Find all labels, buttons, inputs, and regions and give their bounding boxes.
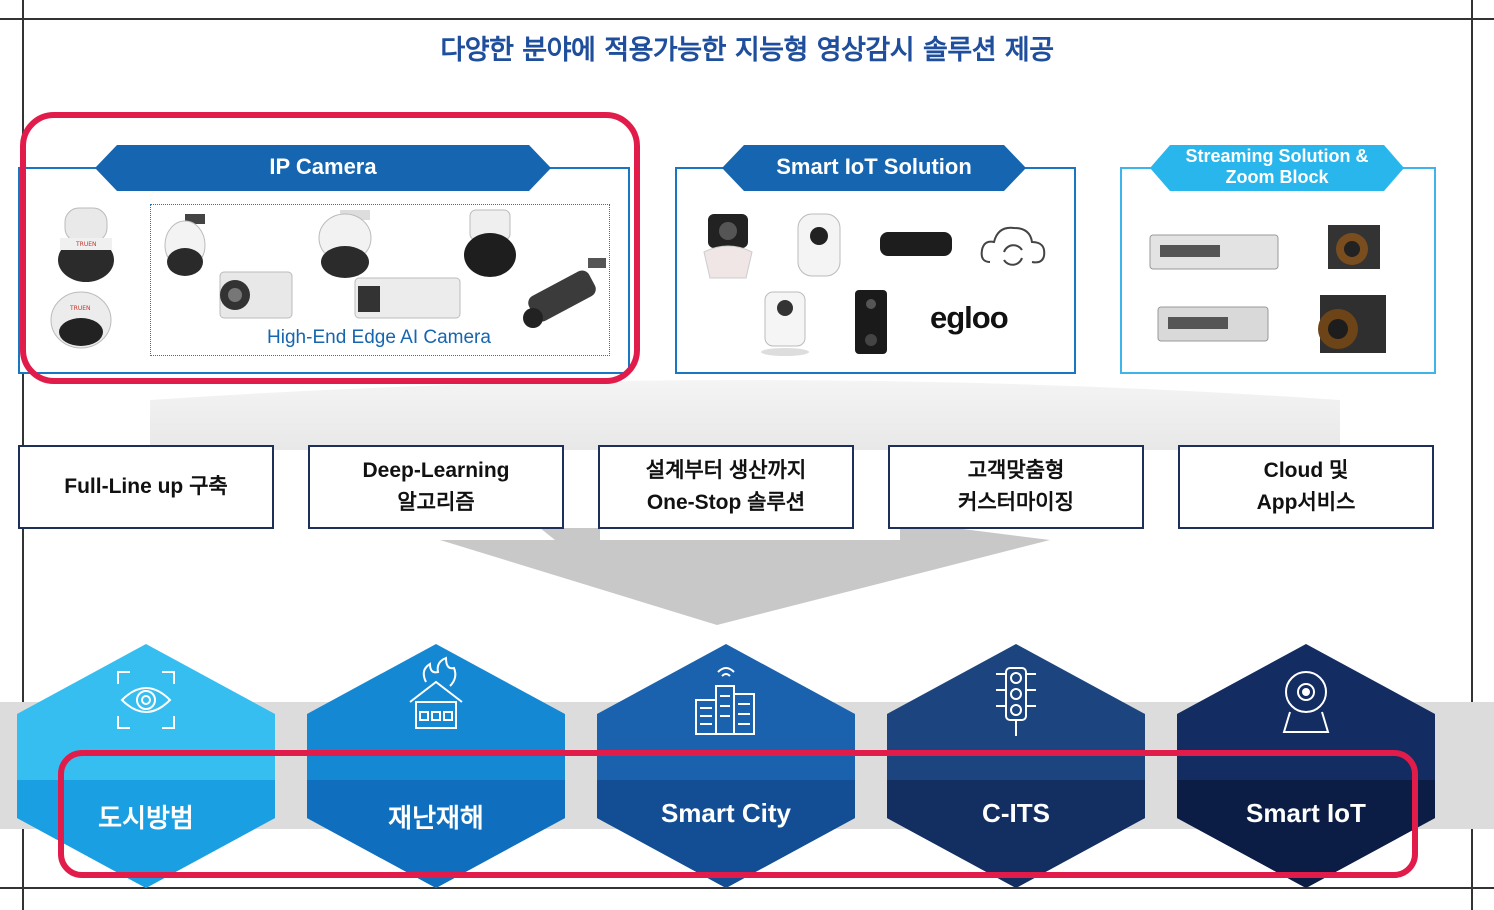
feature-box-1: Full-Line up 구축 xyxy=(18,445,274,529)
ip-camera-devices: TRUEN TRUEN xyxy=(50,207,606,349)
ip-camera-banner-shape xyxy=(95,145,551,191)
frame-bottom-line xyxy=(0,887,1494,889)
hex-smart-iot xyxy=(1177,644,1435,888)
feature-2-line2: 알고리즘 xyxy=(397,491,475,514)
ptz-dome-camera-icon: TRUEN xyxy=(58,207,114,282)
hex-disaster xyxy=(307,644,565,888)
streaming-banner-shape xyxy=(1150,145,1404,191)
feature-box-2: Deep-Learning 알고리즘 xyxy=(308,445,564,529)
hex-label-smart-iot: Smart IoT xyxy=(1246,798,1366,828)
funnel-background xyxy=(150,380,1340,625)
house-fire-icon xyxy=(409,656,463,729)
edge-ai-dotted-box xyxy=(150,204,610,356)
hex-label-disaster: 재난재해 xyxy=(388,803,484,833)
feature-1-line1: Full-Line up 구축 xyxy=(64,475,228,498)
application-hexagons xyxy=(17,644,1435,888)
smart-iot-banner-shape xyxy=(722,145,1026,191)
traffic-light-icon xyxy=(996,667,1036,736)
smart-iot-devices xyxy=(703,213,1046,356)
hex-label-c-its: C-ITS xyxy=(982,798,1050,828)
feature-2-line1: Deep-Learning xyxy=(362,459,510,482)
bullet-camera-icon xyxy=(523,258,606,328)
hex-c-its xyxy=(887,644,1145,888)
black-dome-camera-icon xyxy=(464,209,516,277)
smart-iot-banner: Smart IoT Solution xyxy=(776,154,972,179)
egloo-logo: egloo xyxy=(930,300,1009,335)
ptz-camera-2-icon xyxy=(164,214,206,276)
ptz-camera-3-icon xyxy=(318,210,372,278)
feature-4-line1: 고객맞춤형 xyxy=(967,459,1065,482)
city-buildings-icon xyxy=(695,667,755,735)
page-title: 다양한 분야에 적용가능한 지능형 영상감시 솔루션 제공 xyxy=(440,35,1054,66)
encoder-box-2-icon xyxy=(1157,306,1269,342)
feature-3-line2: One-Stop 솔루션 xyxy=(646,491,806,514)
highlight-ip-camera xyxy=(20,112,640,384)
highlight-applications xyxy=(58,750,1418,878)
video-doorbell-icon xyxy=(855,290,887,354)
iot-camera-icon xyxy=(1282,671,1330,733)
ip-camera-panel: High-End Edge AI Camera xyxy=(18,167,630,374)
zoom-block-1-icon xyxy=(1328,225,1380,269)
hex-label-crime-prevention: 도시방범 xyxy=(98,803,194,833)
feature-4-line2: 커스터마이징 xyxy=(958,491,1074,514)
eye-scan-icon xyxy=(117,671,175,729)
streaming-devices xyxy=(1149,225,1386,353)
streaming-banner: Streaming Solution & Zoom Block xyxy=(1150,146,1404,188)
fixed-dome-camera-icon: TRUEN xyxy=(50,291,112,349)
feature-box-3: 설계부터 생산까지 One-Stop 솔루션 xyxy=(598,445,854,529)
cube-camera-icon xyxy=(797,213,841,277)
frame-top-line xyxy=(0,18,1494,20)
frame-right-line xyxy=(1471,0,1473,910)
feature-5-line2: App서비스 xyxy=(1256,491,1356,514)
feature-3-line1: 설계부터 생산까지 xyxy=(645,459,807,482)
svg-text:TRUEN: TRUEN xyxy=(75,241,97,248)
housing-camera-icon xyxy=(354,277,461,319)
pan-tilt-home-camera-icon xyxy=(703,214,753,279)
feature-box-5: Cloud 및 App서비스 xyxy=(1178,445,1434,529)
zoom-block-2-icon xyxy=(1318,295,1386,353)
edge-ai-caption: High-End Edge AI Camera xyxy=(267,327,491,348)
hex-label-smart-city: Smart City xyxy=(660,798,792,828)
encoder-box-1-icon xyxy=(1149,234,1279,270)
cloud-sync-icon xyxy=(980,226,1046,266)
svg-text:TRUEN: TRUEN xyxy=(69,305,91,312)
hex-crime-prevention xyxy=(17,644,275,888)
box-camera-icon xyxy=(219,271,293,319)
ip-camera-banner: IP Camera xyxy=(269,154,377,179)
streaming-banner-line1: Streaming Solution & xyxy=(1185,146,1369,166)
feature-5-line1: Cloud 및 xyxy=(1263,459,1349,482)
hex-smart-city xyxy=(597,644,855,888)
wall-camera-icon xyxy=(761,291,809,356)
smart-hub-icon xyxy=(880,232,952,256)
streaming-banner-line2: Zoom Block xyxy=(1225,167,1329,187)
